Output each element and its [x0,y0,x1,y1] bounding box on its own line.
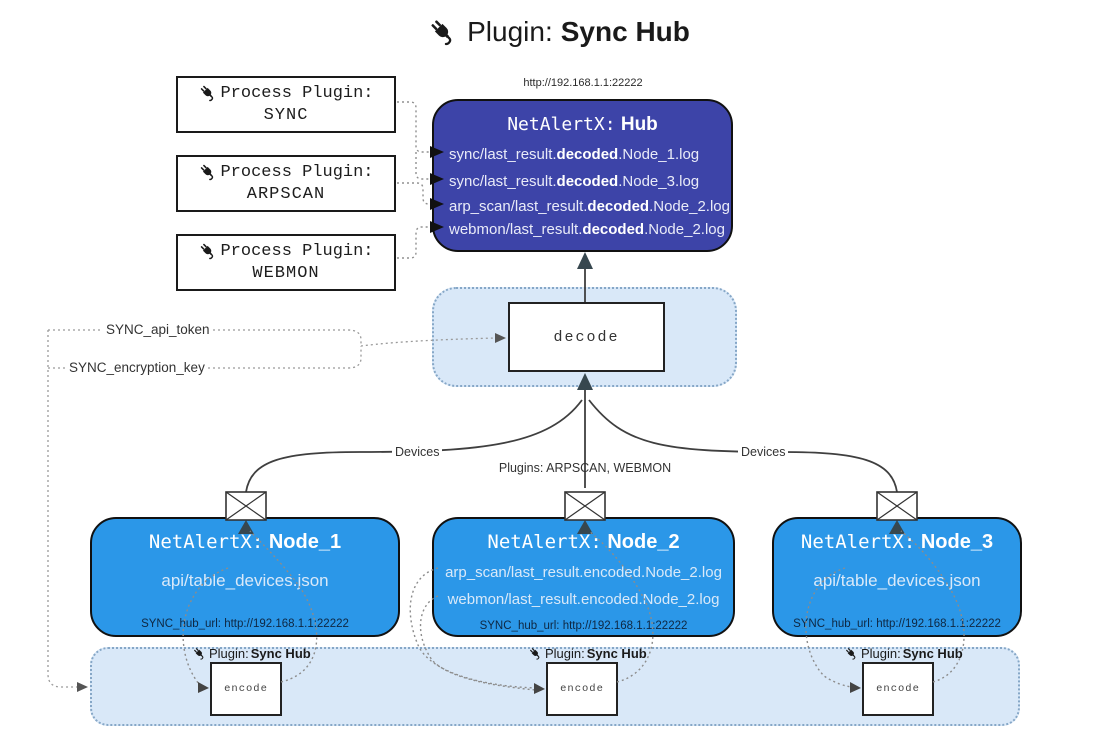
encode-plugin-label-name: Sync Hub [250,646,311,661]
encode-plugin-label-name: Sync Hub [586,646,647,661]
envelope-icons [225,491,918,521]
encode-box: encode [546,662,618,716]
process-plugin-name: ARPSCAN [246,185,326,204]
node-file: api/table_devices.json [813,571,981,590]
hub-title-prefix: NetAlertX: [507,114,616,135]
process-plugin-heading: Process Plugin: [220,241,374,261]
envelope-icon [564,491,606,521]
hub-title-name: Hub [620,114,658,135]
node-hub-url: SYNC_hub_url: http://192.168.1.1:22222 [793,618,1001,630]
process-plugin-name: SYNC [263,106,309,125]
node-title: NetAlertX: Node_2 [434,531,733,554]
sync-encryption-key-label: SYNC_encryption_key [66,360,208,375]
node-title-prefix: NetAlertX: [148,531,264,553]
process-plugin-box-sync: Process Plugin: SYNC [176,76,396,133]
sync-api-token-label: SYNC_api_token [103,322,213,337]
node-title-prefix: NetAlertX: [800,531,916,553]
strip-inlet-arrow [77,682,88,692]
process-plugin-heading: Process Plugin: [220,162,374,182]
plug-icon [427,16,459,48]
plug-icon [844,646,859,661]
node-hub-url: SYNC_hub_url: http://192.168.1.1:22222 [479,620,688,632]
node-title-name: Node_3 [920,531,994,553]
encode-plugin-label-prefix: Plugin: [545,646,585,661]
hub-box: NetAlertX: Hub sync/last_result.decoded.… [432,99,733,252]
node-title: NetAlertX: Node_3 [774,531,1020,554]
encode-plugin-label-prefix: Plugin: [209,646,249,661]
node-title: NetAlertX: Node_1 [92,531,398,554]
process-plugin-box-arpscan: Process Plugin: ARPSCAN [176,155,396,212]
plug-icon [198,241,218,261]
hub-log-line: sync/last_result.decoded.Node_3.log [449,173,700,190]
node-file: webmon/last_result.encoded.Node_2.log [447,591,720,608]
node-title-name: Node_2 [607,531,680,553]
encode-plugin-label: Plugin: Sync Hub [844,646,963,661]
node-title-name: Node_1 [268,531,342,553]
plug-icon [528,646,543,661]
process-plugin-name: WEBMON [252,264,320,283]
process-plugin-heading: Process Plugin: [220,83,374,103]
plug-icon [198,83,218,103]
page-title: Plugin: Sync Hub [0,16,1117,48]
devices-edge-label-right: Devices [738,445,789,459]
plugins-edge-label: Plugins: ARPSCAN, WEBMON [498,461,672,475]
plug-icon [192,646,207,661]
encode-plugin-label: Plugin: Sync Hub [528,646,647,661]
devices-edge-label-left: Devices [392,445,443,459]
page-title-name: Sync Hub [560,16,690,47]
node-box-2: NetAlertX: Node_2 arp_scan/last_result.e… [432,517,735,637]
hub-log-line: webmon/last_result.decoded.Node_2.log [449,221,725,238]
encode-box: encode [862,662,934,716]
plug-icon [198,162,218,182]
hub-title: NetAlertX: Hub [434,114,731,136]
encode-plugin-label-name: Sync Hub [902,646,963,661]
envelope-icon [225,491,267,521]
node-file: arp_scan/last_result.encoded.Node_2.log [445,564,722,581]
hub-url-label: http://192.168.1.1:22222 [523,77,643,89]
node-box-1: NetAlertX: Node_1 api/table_devices.json… [90,517,400,637]
page-title-prefix: Plugin: [467,16,553,47]
process-plugin-connectors [397,101,430,259]
hub-log-line: sync/last_result.decoded.Node_1.log [449,146,700,163]
node-hub-url: SYNC_hub_url: http://192.168.1.1:22222 [141,618,349,630]
encode-plugin-label: Plugin: Sync Hub [192,646,311,661]
encode-plugin-label-prefix: Plugin: [861,646,901,661]
node-box-3: NetAlertX: Node_3 api/table_devices.json… [772,517,1022,637]
process-plugin-box-webmon: Process Plugin: WEBMON [176,234,396,291]
node-title-prefix: NetAlertX: [487,531,602,553]
encode-box: encode [210,662,282,716]
node-file: api/table_devices.json [161,571,329,590]
hub-log-line: arp_scan/last_result.decoded.Node_2.log [449,198,730,215]
decode-box: decode [508,302,665,372]
envelope-icon [876,491,918,521]
